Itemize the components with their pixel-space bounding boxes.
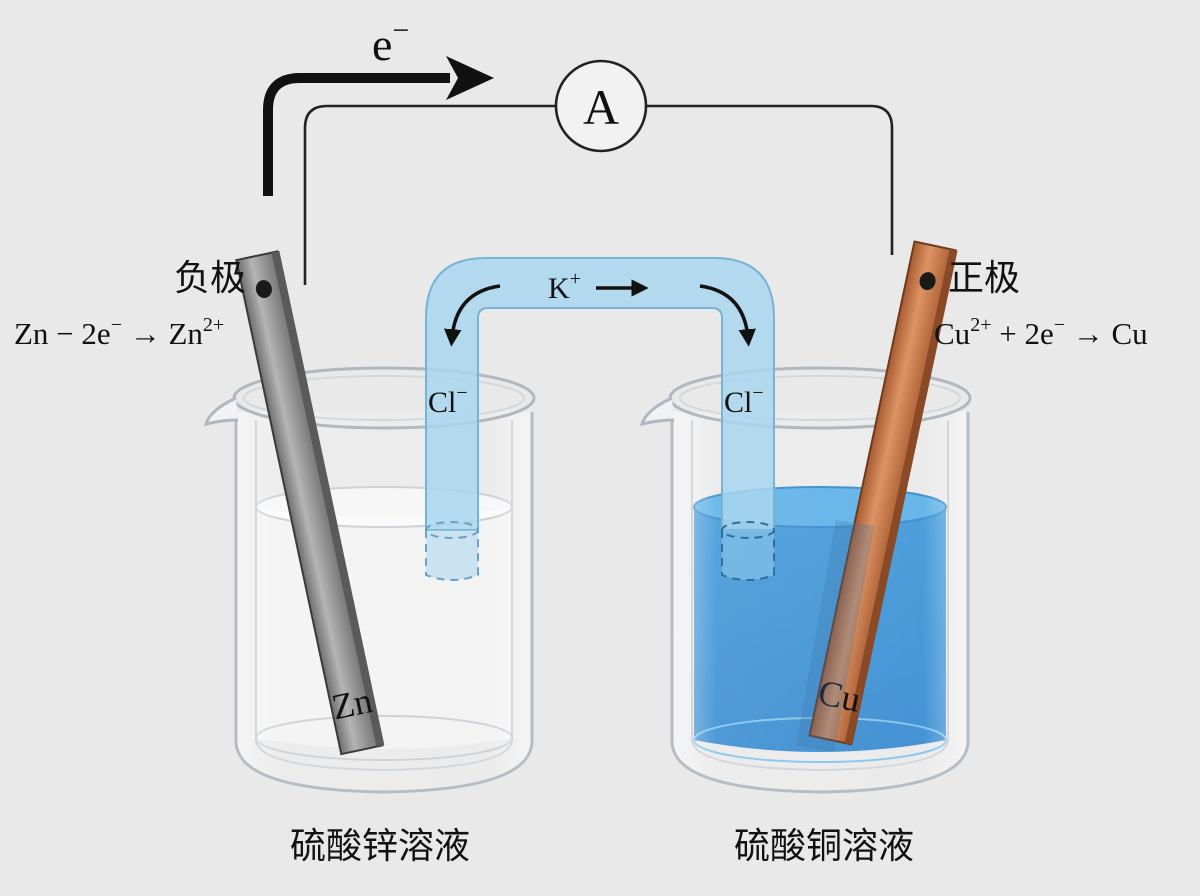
cathode-pole-label: 正极 [948, 258, 1020, 299]
anode-equation: Zn − 2e− → Zn2+ [14, 314, 224, 351]
ion-flow-arrows [444, 279, 756, 347]
anode-pole-label: 负极 [174, 258, 246, 299]
copper-sulfate-label: 硫酸铜溶液 [734, 826, 914, 867]
cation-label: K+ [548, 268, 581, 305]
anion-label-left: Cl− [428, 382, 468, 419]
ammeter: A [554, 59, 648, 153]
electron-label: e− [372, 14, 409, 70]
zinc-sulfate-label: 硫酸锌溶液 [290, 826, 470, 867]
ammeter-label: A [583, 79, 619, 135]
electron-flow-arrow [263, 56, 494, 196]
external-circuit-wire [303, 104, 894, 285]
cathode-equation: Cu2+ + 2e− → Cu [934, 314, 1148, 351]
copper-electrode-label: Cu [815, 672, 864, 720]
copper-electrode: Cu [808, 240, 958, 746]
anion-label-right: Cl− [724, 382, 764, 419]
salt-bridge [425, 257, 775, 581]
zinc-electrode-label: Zn [328, 680, 375, 727]
zinc-electrode: Zn [235, 250, 385, 756]
